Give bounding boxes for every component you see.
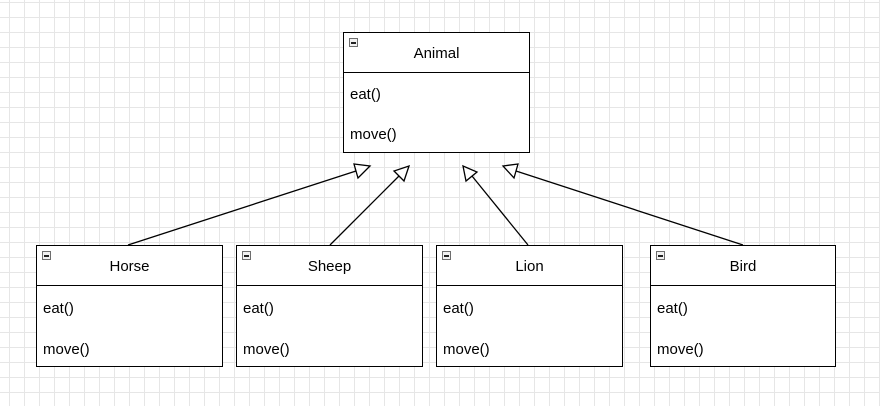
class-horse-method-eat: eat(): [43, 300, 74, 317]
class-bird-method-move: move(): [657, 341, 704, 358]
class-lion-header[interactable]: Lion: [437, 246, 622, 286]
class-sheep-method-move: move(): [243, 341, 290, 358]
collapse-icon[interactable]: [349, 38, 358, 47]
collapse-icon[interactable]: [656, 251, 665, 260]
class-sheep-name: Sheep: [307, 258, 352, 275]
class-animal[interactable]: Animal eat() move(): [343, 32, 530, 153]
arrow-horse-to-animal[interactable]: [127, 170, 357, 246]
class-animal-header[interactable]: Animal: [344, 33, 529, 73]
class-bird[interactable]: Bird eat() move(): [650, 245, 836, 367]
class-sheep[interactable]: Sheep eat() move(): [236, 245, 423, 367]
class-animal-method-eat: eat(): [350, 86, 381, 103]
class-lion-name: Lion: [515, 258, 544, 275]
arrow-lion-to-animal[interactable]: [471, 175, 529, 246]
class-animal-method-move: move(): [350, 126, 397, 143]
class-bird-name: Bird: [729, 258, 757, 275]
class-horse[interactable]: Horse eat() move(): [36, 245, 223, 367]
class-sheep-header[interactable]: Sheep: [237, 246, 422, 286]
class-bird-method-eat: eat(): [657, 300, 688, 317]
arrowhead-lion: [462, 164, 479, 183]
class-lion[interactable]: Lion eat() move(): [436, 245, 623, 367]
collapse-icon[interactable]: [42, 251, 51, 260]
arrowhead-bird: [501, 163, 519, 180]
arrow-bird-to-animal[interactable]: [515, 170, 744, 246]
arrowhead-sheep: [392, 164, 411, 183]
collapse-icon[interactable]: [242, 251, 251, 260]
class-lion-method-eat: eat(): [443, 300, 474, 317]
class-horse-name: Horse: [109, 258, 150, 275]
arrow-sheep-to-animal[interactable]: [329, 175, 400, 246]
class-bird-header[interactable]: Bird: [651, 246, 835, 286]
class-lion-method-move: move(): [443, 341, 490, 358]
class-horse-method-move: move(): [43, 341, 90, 358]
collapse-icon[interactable]: [442, 251, 451, 260]
class-sheep-method-eat: eat(): [243, 300, 274, 317]
class-horse-header[interactable]: Horse: [37, 246, 222, 286]
class-animal-name: Animal: [413, 45, 460, 62]
arrowhead-horse: [353, 163, 372, 180]
